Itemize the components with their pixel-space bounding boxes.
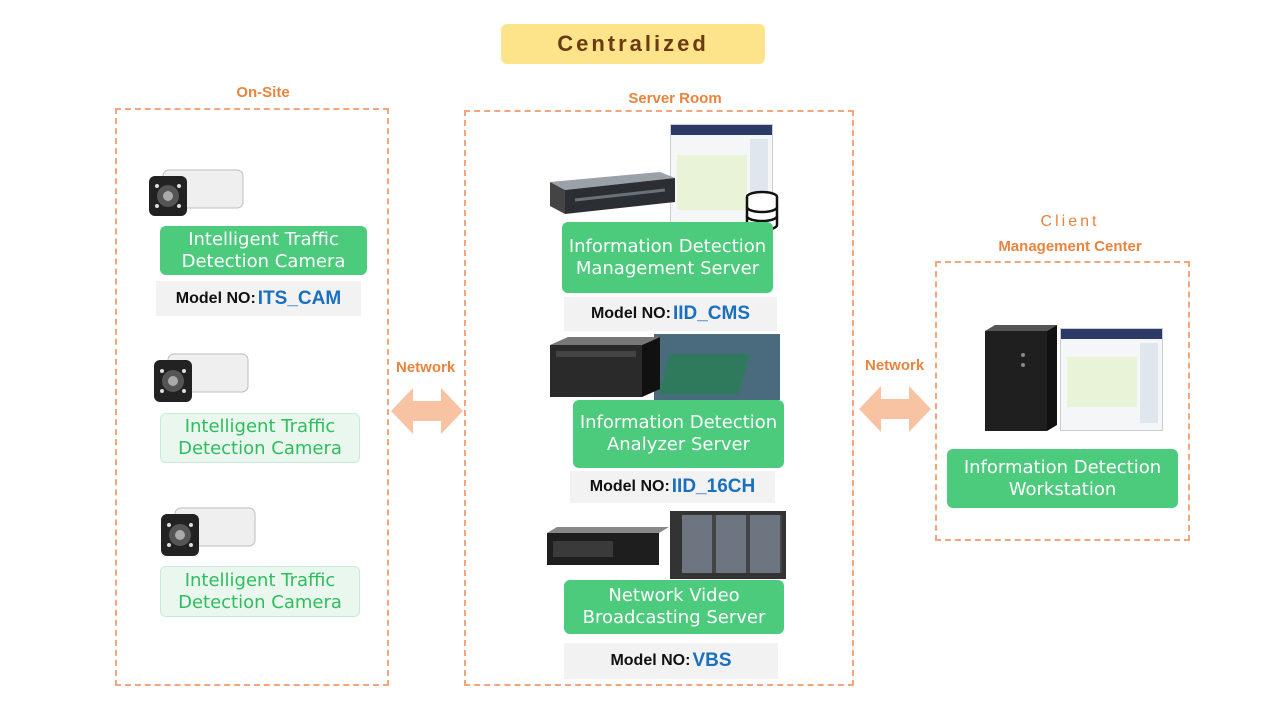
model-colon: : — [250, 289, 256, 307]
camera-icon — [161, 507, 256, 556]
rack-server-icon — [547, 527, 669, 565]
management-center-label: Management Center — [998, 238, 1142, 255]
network-label-right: Network — [865, 357, 925, 374]
client-label: Client — [1040, 213, 1100, 230]
model-code: IID_CMS — [672, 303, 751, 324]
camera-icon — [149, 169, 244, 216]
server-2-model: Model NO:IID_16CH — [570, 471, 775, 503]
server-1-model: Model NO:IID_CMS — [564, 297, 777, 331]
server-1-label: Information Detection Management Server — [562, 222, 773, 293]
model-colon: : — [664, 478, 670, 495]
diagram-title: Centralized — [501, 24, 765, 64]
model-code: ITS_CAM — [257, 287, 342, 309]
network-label-left: Network — [396, 359, 456, 376]
rack-server-icon — [550, 172, 675, 214]
management-center-container — [935, 261, 1190, 541]
server-2-label: Information Detection Analyzer Server — [573, 400, 784, 468]
bidirectional-arrow-icon — [391, 388, 463, 434]
server-room-label: Server Room — [628, 90, 722, 107]
model-prefix: Model NO — [175, 289, 251, 307]
camera-icon — [154, 353, 249, 402]
workstation-software-screenshot — [1060, 328, 1163, 431]
onsite-label: On-Site — [236, 84, 290, 101]
camera-1-model: Model NO:ITS_CAM — [156, 281, 361, 316]
camera-3-label: Intelligent Traffic Detection Camera — [160, 566, 360, 617]
video-wall-screenshot — [670, 511, 786, 579]
model-colon: : — [665, 305, 671, 322]
model-prefix: Model NO — [589, 478, 665, 495]
desktop-tower-icon — [985, 325, 1057, 431]
bidirectional-arrow-icon — [859, 386, 931, 432]
server-room-container — [464, 110, 854, 686]
model-code: VBS — [692, 650, 732, 671]
camera-2-label: Intelligent Traffic Detection Camera — [160, 413, 360, 463]
onsite-container — [115, 108, 389, 686]
model-colon: : — [685, 652, 691, 669]
analyzer-video-screenshot — [654, 334, 780, 400]
model-prefix: Model NO — [590, 305, 666, 322]
camera-1-label: Intelligent Traffic Detection Camera — [160, 226, 367, 275]
rack-server-icon — [550, 337, 660, 397]
server-3-label: Network Video Broadcasting Server — [564, 580, 784, 634]
server-3-model: Model NO:VBS — [564, 643, 778, 679]
model-prefix: Model NO — [610, 652, 686, 669]
model-code: IID_16CH — [671, 476, 756, 497]
workstation-label: Information Detection Workstation — [947, 449, 1178, 508]
management-software-screenshot — [670, 124, 773, 229]
